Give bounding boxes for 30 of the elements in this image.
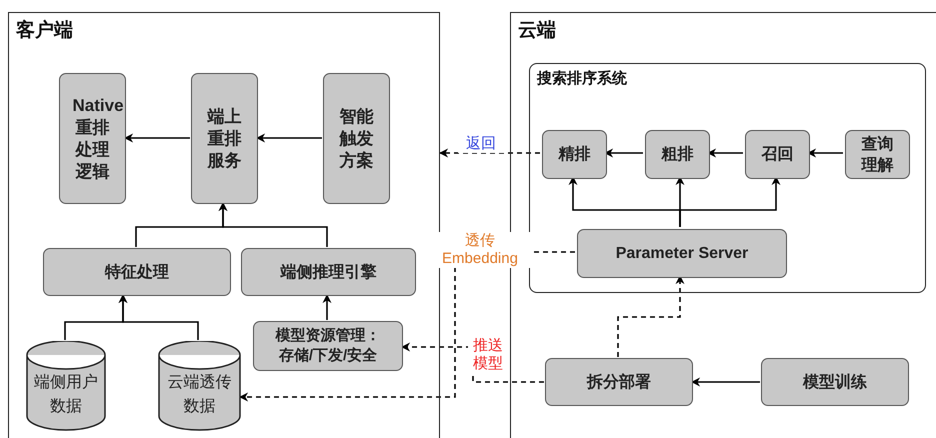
group-panel — [8, 12, 440, 438]
arrow — [124, 134, 190, 142]
arrow — [691, 378, 760, 386]
node-label: 端侧用户数据 — [33, 372, 99, 417]
process-box: 特征处理 — [43, 248, 231, 296]
arrow — [322, 294, 332, 320]
process-box: 召回 — [745, 130, 810, 179]
arrow — [439, 148, 540, 158]
process-box: Native 重排处理逻辑 — [59, 73, 126, 204]
process-box: 查询理解 — [845, 130, 910, 179]
group-panel — [529, 63, 926, 293]
process-box: 精排 — [542, 130, 607, 179]
arrow — [617, 275, 684, 357]
group-title: 搜索排序系统 — [537, 69, 627, 88]
process-box: 端上重排服务 — [191, 73, 258, 204]
process-box: 拆分部署 — [545, 358, 693, 406]
arrow — [256, 134, 322, 142]
group-title: 客户端 — [16, 18, 73, 43]
arrow — [679, 176, 780, 227]
edge-label: 返回 — [458, 135, 504, 153]
process-box: 智能触发方案 — [323, 73, 390, 204]
process-box: 粗排 — [645, 130, 710, 179]
process-box: 模型资源管理：存储/下发/安全 — [253, 321, 403, 371]
process-box: 模型训练 — [761, 358, 909, 406]
group-title: 云端 — [518, 19, 556, 43]
process-box: 端侧推理引擎 — [241, 248, 416, 296]
arrow — [118, 294, 199, 340]
node-label: 云端透传数据 — [166, 372, 232, 417]
process-box: Parameter Server — [577, 229, 787, 278]
arrow — [218, 202, 328, 247]
